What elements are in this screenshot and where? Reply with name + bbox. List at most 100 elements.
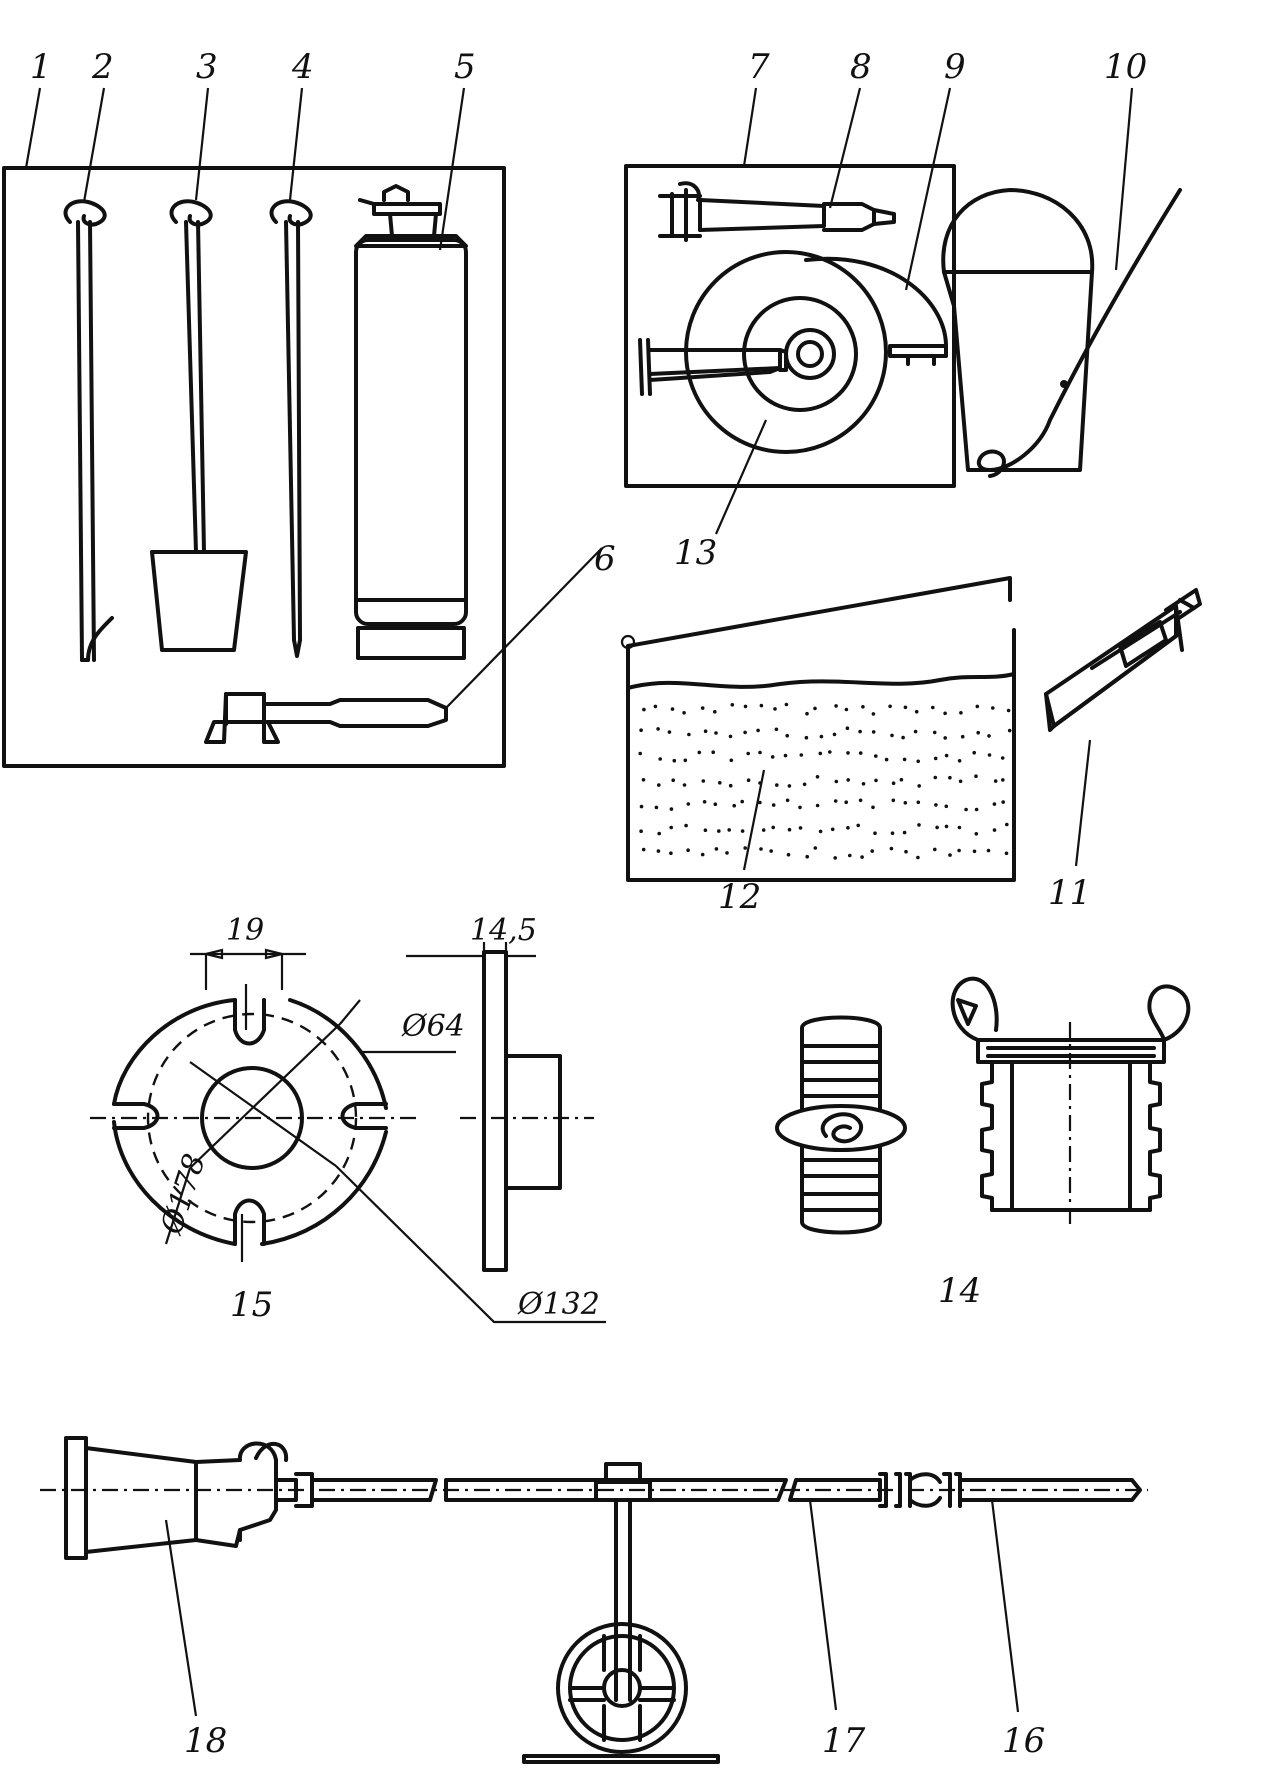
sand-dot	[917, 823, 921, 827]
sand-dot	[641, 778, 646, 782]
sand-dot	[932, 730, 937, 735]
sand-dot	[639, 804, 644, 809]
sand-dot	[974, 832, 979, 836]
sand-dot	[657, 783, 661, 787]
sand-dot	[828, 750, 832, 754]
label-17: 17	[822, 1721, 866, 1761]
dimension-inner-diameter: Ø64	[401, 1009, 465, 1044]
sand-dot	[845, 726, 850, 730]
hydrant-standpipe	[64, 1436, 289, 1560]
sand-dot	[684, 823, 688, 828]
sand-dot	[1001, 800, 1005, 804]
sand-dot	[934, 803, 938, 807]
sand-dot	[639, 829, 643, 833]
sand-dot	[992, 802, 997, 806]
flange-side-view	[406, 942, 594, 1272]
sand-dot	[993, 779, 998, 783]
label-13: 13	[674, 533, 717, 573]
label-12: 12	[718, 877, 761, 917]
sand-dot	[874, 778, 878, 783]
sand-dot	[943, 711, 947, 716]
sand-dot	[991, 706, 995, 710]
sand-dot	[846, 778, 850, 782]
label-2: 2	[91, 47, 114, 87]
sand-dot	[856, 823, 860, 828]
dimension-flange-thickness: 14,5	[470, 913, 537, 948]
sand-dot	[1005, 822, 1009, 827]
sand-dot	[656, 727, 660, 731]
sand-dot	[873, 831, 877, 835]
sand-dot	[891, 798, 896, 803]
sand-dot	[802, 782, 807, 787]
label-14: 14	[938, 1271, 981, 1311]
sand-dot	[728, 734, 733, 739]
sand-dot	[669, 851, 673, 855]
sand-dot	[774, 727, 779, 732]
sand-dot	[667, 730, 672, 734]
sand-dot	[944, 804, 949, 809]
sand-dot	[916, 855, 920, 860]
sand-dot	[639, 728, 643, 732]
hose-cabinet	[624, 164, 956, 488]
sand-dot	[683, 758, 688, 763]
sand-dot	[682, 783, 687, 787]
sand-dot	[958, 779, 963, 784]
sand-dot	[874, 754, 878, 758]
sand-dot	[1004, 851, 1009, 856]
label-7: 7	[748, 47, 770, 87]
sand-dot	[916, 800, 921, 805]
sand-dot	[686, 848, 690, 852]
sand-dot	[870, 849, 874, 853]
sand-dot	[972, 849, 977, 854]
hose-reel	[638, 250, 948, 454]
sand-dot	[1001, 778, 1005, 782]
sand-dot	[686, 802, 691, 806]
sand-dot	[834, 704, 838, 708]
sand-dot	[974, 774, 978, 778]
sand-dot	[714, 731, 718, 735]
hose-coupling-closed	[775, 1015, 907, 1235]
sand-dot	[964, 807, 968, 812]
sand-dot	[758, 800, 762, 805]
fire-board	[2, 166, 506, 768]
sand-dot	[786, 852, 791, 857]
sand-dot	[933, 756, 938, 761]
sand-dot	[871, 730, 876, 734]
sand-dot	[858, 798, 863, 803]
sand-dot	[834, 779, 839, 784]
sand-dot	[959, 711, 963, 715]
sand-dot	[987, 734, 991, 738]
sand-dot	[943, 736, 947, 740]
sand-dot	[701, 779, 706, 783]
sand-dot	[813, 846, 818, 850]
sand-dot	[799, 753, 804, 757]
sand-dot	[861, 782, 866, 786]
sand-dot	[813, 706, 817, 711]
sand-dot	[933, 775, 938, 780]
sand-dot	[787, 784, 792, 788]
sand-dot	[987, 753, 992, 757]
number-labels: 1 2 3 4 5 6 7 8 9 10 11 12 13 14 15 16 1…	[30, 47, 1147, 1761]
sand-dot	[784, 702, 789, 707]
sand-dot	[713, 710, 717, 714]
sand-dot	[1000, 756, 1005, 760]
sand-dot	[948, 775, 952, 780]
label-3: 3	[196, 47, 218, 87]
fire-nozzle	[658, 181, 896, 242]
sand-dot	[798, 826, 803, 830]
sand-dot	[833, 799, 838, 803]
sand-dot	[773, 707, 777, 711]
sand-dot	[858, 729, 862, 734]
sand-dot	[727, 828, 731, 832]
sand-dot	[933, 847, 937, 852]
sand-dot	[725, 851, 729, 855]
sand-dot	[641, 847, 646, 852]
sand-dot	[669, 825, 673, 830]
fire-shovel	[150, 199, 248, 652]
sand-dot	[656, 849, 661, 853]
sand-dot	[730, 703, 735, 707]
sand-dot	[758, 750, 762, 755]
axe	[204, 692, 448, 744]
sand-dot	[960, 734, 965, 739]
sand-dot	[833, 856, 837, 860]
